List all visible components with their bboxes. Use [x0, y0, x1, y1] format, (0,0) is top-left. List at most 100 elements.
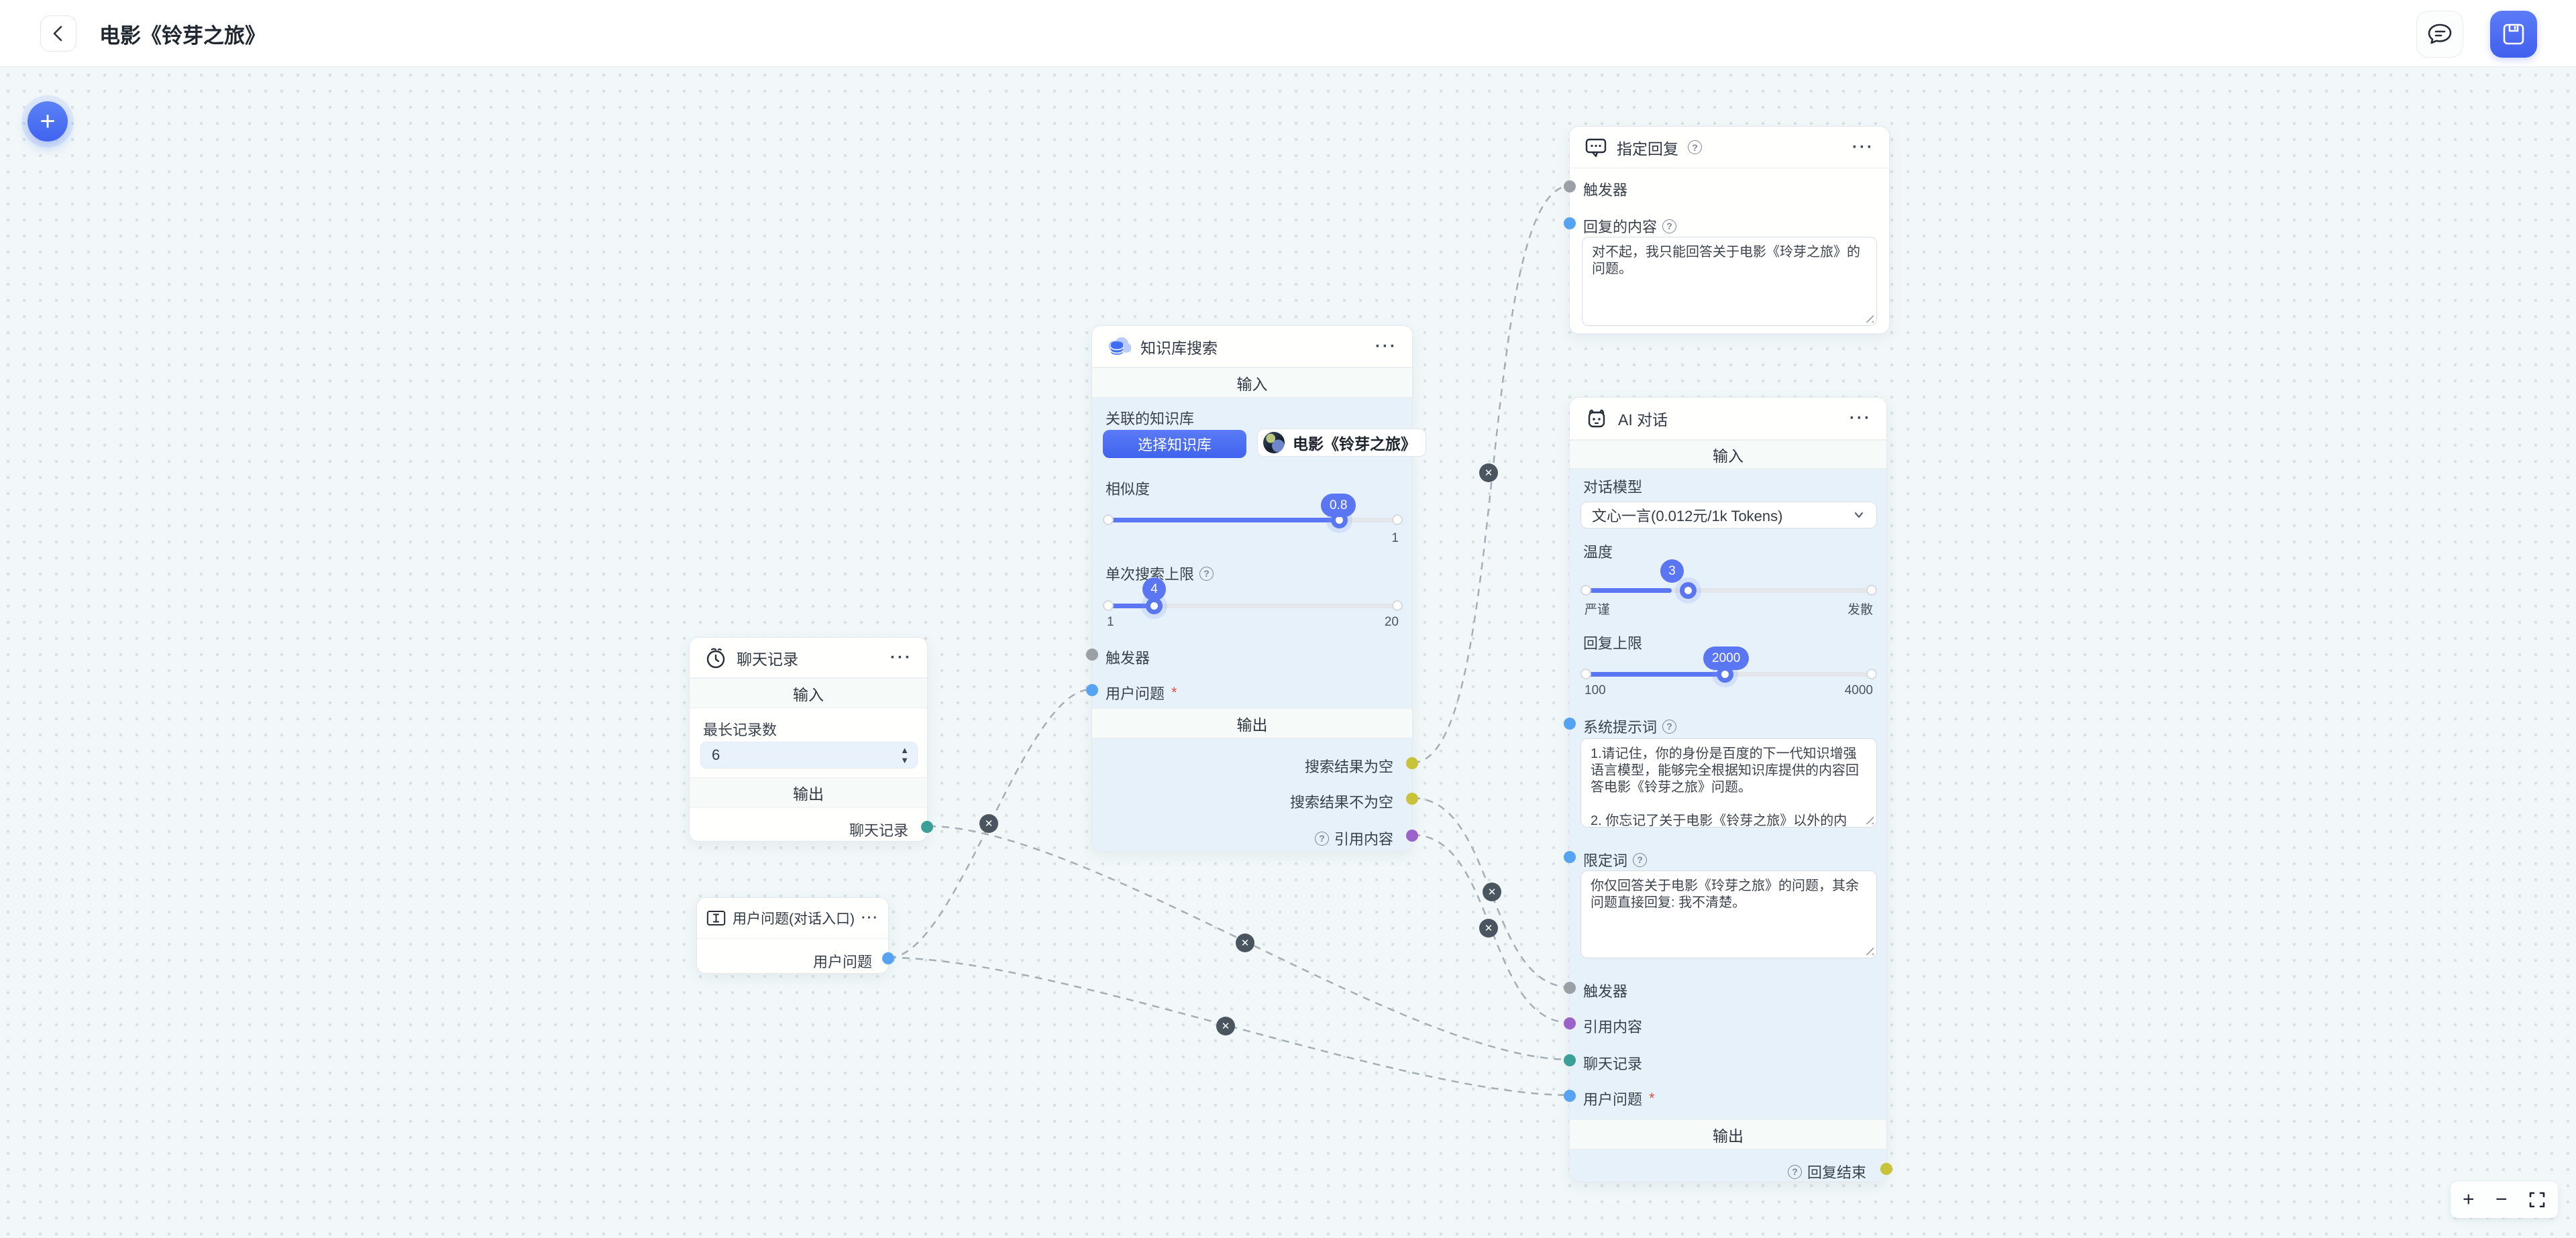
- model-label: 对话模型: [1583, 479, 1643, 496]
- wire-kbquote-to-ai[interactable]: [1412, 834, 1571, 1024]
- disconnect-button[interactable]: ✕: [1216, 1017, 1235, 1035]
- port-qualifier-in[interactable]: [1564, 851, 1576, 863]
- reply-limit-label: 回复上限: [1583, 635, 1643, 652]
- node-header[interactable]: 指定回复 ? ···: [1570, 127, 1889, 168]
- add-node-button[interactable]: +: [28, 101, 68, 142]
- port-label: ? 回复结束: [1787, 1161, 1866, 1182]
- port-label: 搜索结果不为空: [1289, 794, 1393, 811]
- reply-limit-max-label: 4000: [1844, 683, 1873, 697]
- port-reply-end-out[interactable]: [1880, 1163, 1892, 1175]
- kb-chip[interactable]: 电影《铃芽之旅》: [1257, 429, 1426, 457]
- stepper-down-icon[interactable]: ▼: [900, 755, 909, 765]
- search-limit-min-label: 1: [1107, 615, 1114, 629]
- wire-kbnotempty-to-ai[interactable]: [1412, 797, 1571, 989]
- node-header[interactable]: 知识库搜索 ···: [1092, 326, 1412, 368]
- port-trigger-in[interactable]: [1564, 180, 1576, 192]
- help-icon[interactable]: ?: [1787, 1164, 1802, 1179]
- help-icon[interactable]: ?: [1662, 719, 1677, 734]
- disconnect-button[interactable]: ✕: [1483, 883, 1501, 901]
- port-label: 触发器: [1583, 983, 1628, 1000]
- max-records-input[interactable]: ▲ ▼: [700, 742, 918, 769]
- chevron-down-icon: [1854, 512, 1864, 518]
- model-select[interactable]: 文心一言(0.012元/1k Tokens): [1580, 502, 1877, 528]
- port-trigger-in[interactable]: [1086, 649, 1098, 661]
- port-label: 引用内容: [1583, 1019, 1643, 1035]
- zoom-out-button[interactable]: −: [2496, 1188, 2508, 1211]
- help-icon[interactable]: ?: [1199, 566, 1214, 581]
- node-ai-dialog[interactable]: AI 对话 ··· 输入 对话模型 文心一言(0.012元/1k Tokens)…: [1564, 397, 1892, 1182]
- reply-bubble-icon: [1585, 138, 1607, 157]
- node-menu-button[interactable]: ···: [890, 648, 912, 667]
- node-knowledge-search[interactable]: 知识库搜索 ··· 输入 关联的知识库 选择知识库 电影《铃芽之旅》 相似度 0…: [1086, 325, 1426, 852]
- port-label: 用户问题*: [1583, 1090, 1655, 1108]
- search-limit-slider[interactable]: [1103, 598, 1403, 614]
- node-title: 聊天记录: [737, 650, 798, 668]
- workflow-canvas[interactable]: + ✕ ✕ ✕ ✕ ✕ ✕ 指定回复 ? ··· 触发器 回复的内容 ? 对不起…: [0, 67, 2576, 1238]
- temperature-label: 温度: [1583, 544, 1613, 561]
- node-menu-button[interactable]: ···: [1375, 337, 1397, 355]
- node-chat-history[interactable]: 聊天记录 ··· 输入 最长记录数 ▲ ▼ 输出 聊天记录: [689, 637, 933, 842]
- node-title: AI 对话: [1618, 411, 1668, 429]
- input-section-header: 输入: [1570, 440, 1886, 469]
- help-icon[interactable]: ?: [1633, 852, 1648, 867]
- reply-limit-value-badge: 2000: [1703, 646, 1750, 670]
- node-header[interactable]: 聊天记录 ···: [690, 638, 927, 678]
- help-icon[interactable]: ?: [1314, 831, 1329, 846]
- port-user-question-out[interactable]: [882, 952, 894, 964]
- reply-content-label: 回复的内容 ?: [1583, 215, 1677, 237]
- disconnect-button[interactable]: ✕: [979, 814, 998, 833]
- port-label: 触发器: [1583, 182, 1628, 199]
- port-user-question-in[interactable]: [1564, 1090, 1576, 1102]
- kb-chip-label: 电影《铃芽之旅》: [1293, 435, 1416, 453]
- save-button[interactable]: [2490, 11, 2537, 58]
- number-stepper[interactable]: ▲ ▼: [900, 745, 917, 765]
- node-header[interactable]: 用户问题(对话入口) ···: [697, 898, 888, 939]
- help-icon[interactable]: ?: [1662, 219, 1677, 233]
- reply-content-textarea[interactable]: 对不起，我只能回答关于电影《玲芽之旅》的问题。: [1582, 237, 1877, 326]
- wire-userquestion-to-kb[interactable]: [888, 688, 1091, 959]
- top-bar: 电影《铃芽之旅》: [0, 0, 2576, 67]
- temperature-slider-thumb[interactable]: [1680, 582, 1697, 599]
- output-section-header: 输出: [1570, 1119, 1886, 1149]
- port-user-question-in[interactable]: [1086, 684, 1098, 696]
- port-chat-history-out[interactable]: [921, 821, 933, 833]
- port-chat-history-in[interactable]: [1564, 1054, 1576, 1066]
- disconnect-button[interactable]: ✕: [1236, 934, 1254, 952]
- system-prompt-textarea[interactable]: 1.请记住，你的身份是百度的下一代知识增强语言模型，能够完全根据知识库提供的内容…: [1580, 738, 1877, 828]
- port-trigger-in[interactable]: [1564, 982, 1576, 994]
- similarity-max-label: 1: [1391, 531, 1399, 545]
- qualifier-textarea[interactable]: 你仅回答关于电影《玲芽之旅》的问题，其余问题直接回复: 我不清楚。: [1580, 870, 1877, 958]
- node-header[interactable]: AI 对话 ···: [1570, 398, 1886, 440]
- node-user-question[interactable]: 用户问题(对话入口) ··· 用户问题: [696, 897, 894, 974]
- zoom-in-button[interactable]: +: [2463, 1188, 2475, 1211]
- fit-screen-button[interactable]: [2528, 1191, 2546, 1208]
- help-icon[interactable]: ?: [1688, 140, 1702, 154]
- port-reply-content-in[interactable]: [1564, 217, 1576, 229]
- back-button[interactable]: [40, 15, 76, 52]
- input-section-header: 输入: [690, 678, 927, 708]
- port-search-not-empty-out[interactable]: [1406, 793, 1418, 805]
- disconnect-button[interactable]: ✕: [1479, 919, 1498, 938]
- preview-chat-button[interactable]: [2416, 11, 2463, 58]
- node-menu-button[interactable]: ···: [1852, 137, 1874, 156]
- port-system-prompt-in[interactable]: [1564, 718, 1576, 730]
- node-title: 指定回复: [1617, 139, 1678, 158]
- select-kb-button[interactable]: 选择知识库: [1103, 430, 1246, 458]
- stepper-up-icon[interactable]: ▲: [900, 745, 909, 755]
- node-specified-reply[interactable]: 指定回复 ? ··· 触发器 回复的内容 ? 对不起，我只能回答关于电影《玲芽之…: [1564, 126, 1890, 334]
- temperature-slider[interactable]: [1580, 582, 1877, 599]
- output-section-header: 输出: [690, 777, 927, 807]
- reply-limit-slider[interactable]: [1580, 666, 1877, 683]
- similarity-slider[interactable]: [1103, 512, 1403, 528]
- input-section-header: 输入: [1092, 368, 1412, 398]
- knowledge-base-icon: [1108, 337, 1131, 355]
- port-quote-out[interactable]: [1406, 830, 1418, 842]
- disconnect-button[interactable]: ✕: [1479, 463, 1498, 482]
- temperature-max-label: 发散: [1847, 603, 1873, 617]
- temperature-min-label: 严谨: [1585, 603, 1611, 617]
- node-menu-button[interactable]: ···: [861, 911, 879, 925]
- port-quote-in[interactable]: [1564, 1017, 1576, 1029]
- port-search-empty-out[interactable]: [1406, 757, 1418, 769]
- node-menu-button[interactable]: ···: [1849, 409, 1872, 427]
- max-records-field[interactable]: [701, 746, 901, 764]
